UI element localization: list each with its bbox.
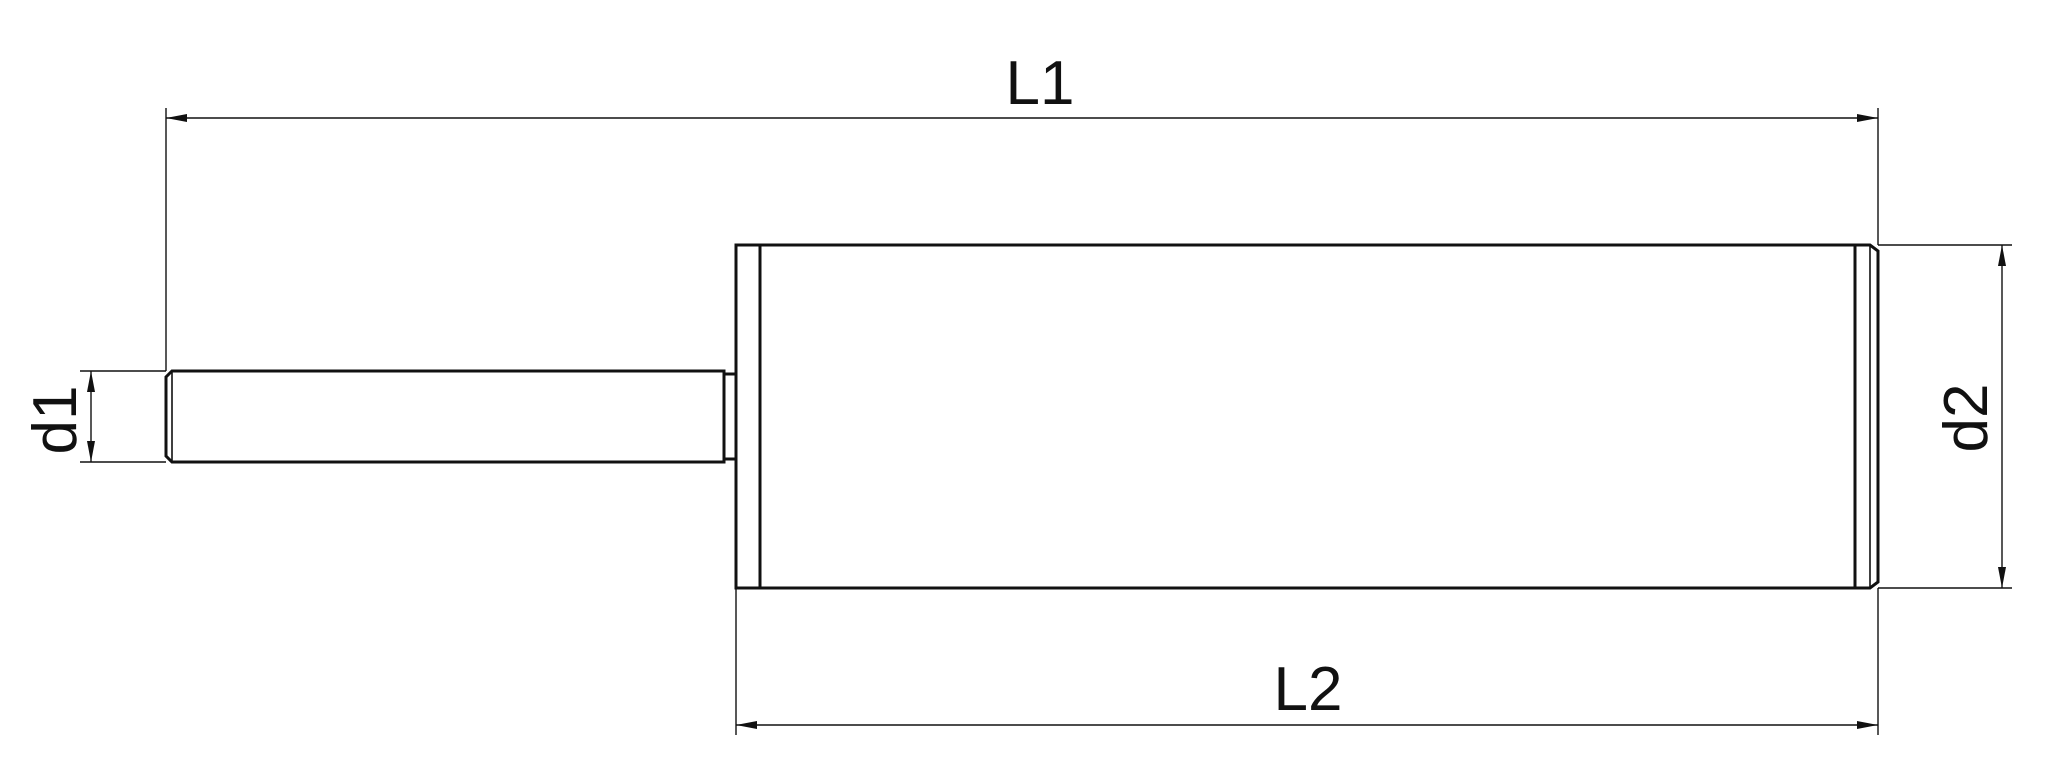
- main-body-outline: [758, 243, 1880, 590]
- dimension-l1: L1: [165, 49, 1879, 371]
- collar: [734, 243, 762, 590]
- l1-label: L1: [1006, 49, 1075, 118]
- d2-arrow-top: [1998, 245, 2006, 266]
- l2-arrow-right: [1857, 721, 1878, 729]
- part-outline: [164, 243, 1880, 590]
- d2-arrow-bottom: [1998, 567, 2006, 588]
- dimension-d1: d1: [21, 370, 166, 463]
- shank-body: [164, 369, 726, 464]
- l1-arrow-right: [1857, 114, 1878, 122]
- dimension-d2: d2: [1878, 244, 2012, 589]
- main-body: [758, 243, 1880, 590]
- l2-label: L2: [1274, 655, 1343, 724]
- shank: [164, 369, 736, 464]
- d1-arrow-top: [87, 371, 95, 392]
- d1-label: d1: [21, 386, 90, 455]
- l2-arrow-left: [736, 721, 757, 729]
- dimension-l2: L2: [735, 588, 1879, 735]
- d2-label: d2: [1932, 384, 2001, 453]
- l1-arrow-left: [166, 114, 187, 122]
- d1-arrow-bottom: [87, 441, 95, 462]
